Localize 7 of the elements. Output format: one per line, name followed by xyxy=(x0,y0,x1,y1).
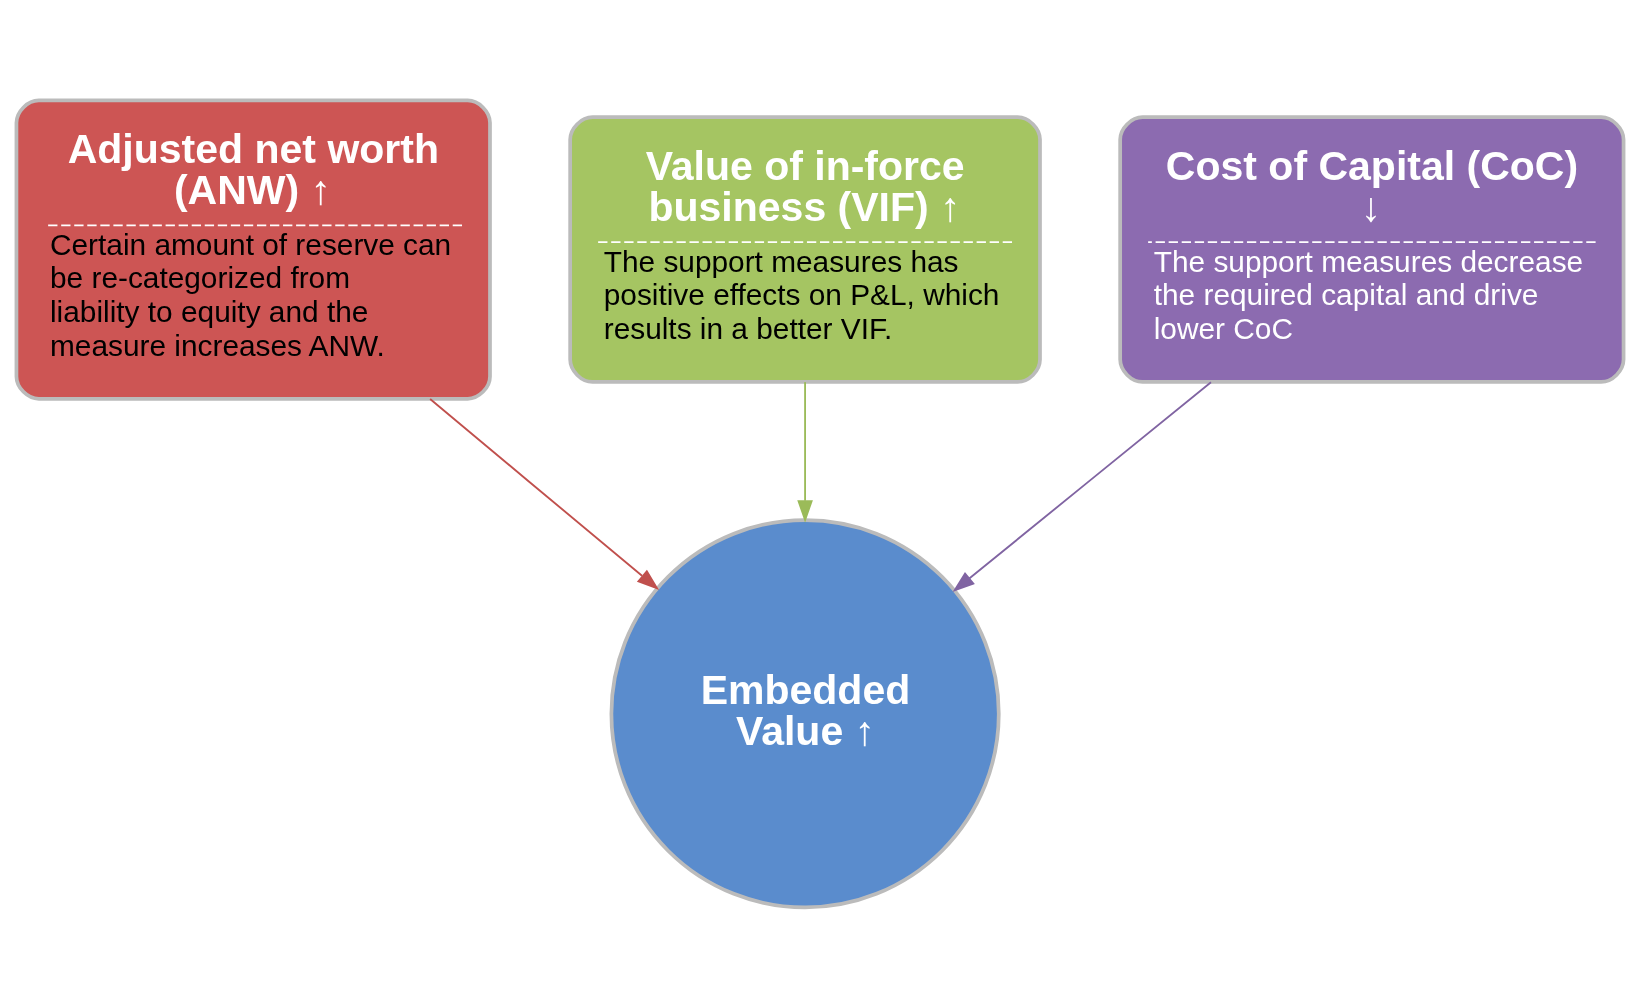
arrow xyxy=(797,380,813,523)
node-box: Value of in-force business (VIF) ↑ The support measures has positive effects on P&L, which results in a better VIF. xyxy=(568,114,1042,384)
node-circle: Embedded Value ↑ xyxy=(609,517,1001,909)
arrow xyxy=(429,397,660,590)
arrow xyxy=(952,380,1212,592)
node-box: Cost of Capital (CoC) ↓ The support measures decrease the required capital and drive lower CoC xyxy=(1118,114,1626,384)
node-box: Adjusted net worth (ANW) ↑ Certain amount of reserve can be re-categorized from liability to equity and the measure increases ANW. xyxy=(14,98,492,401)
